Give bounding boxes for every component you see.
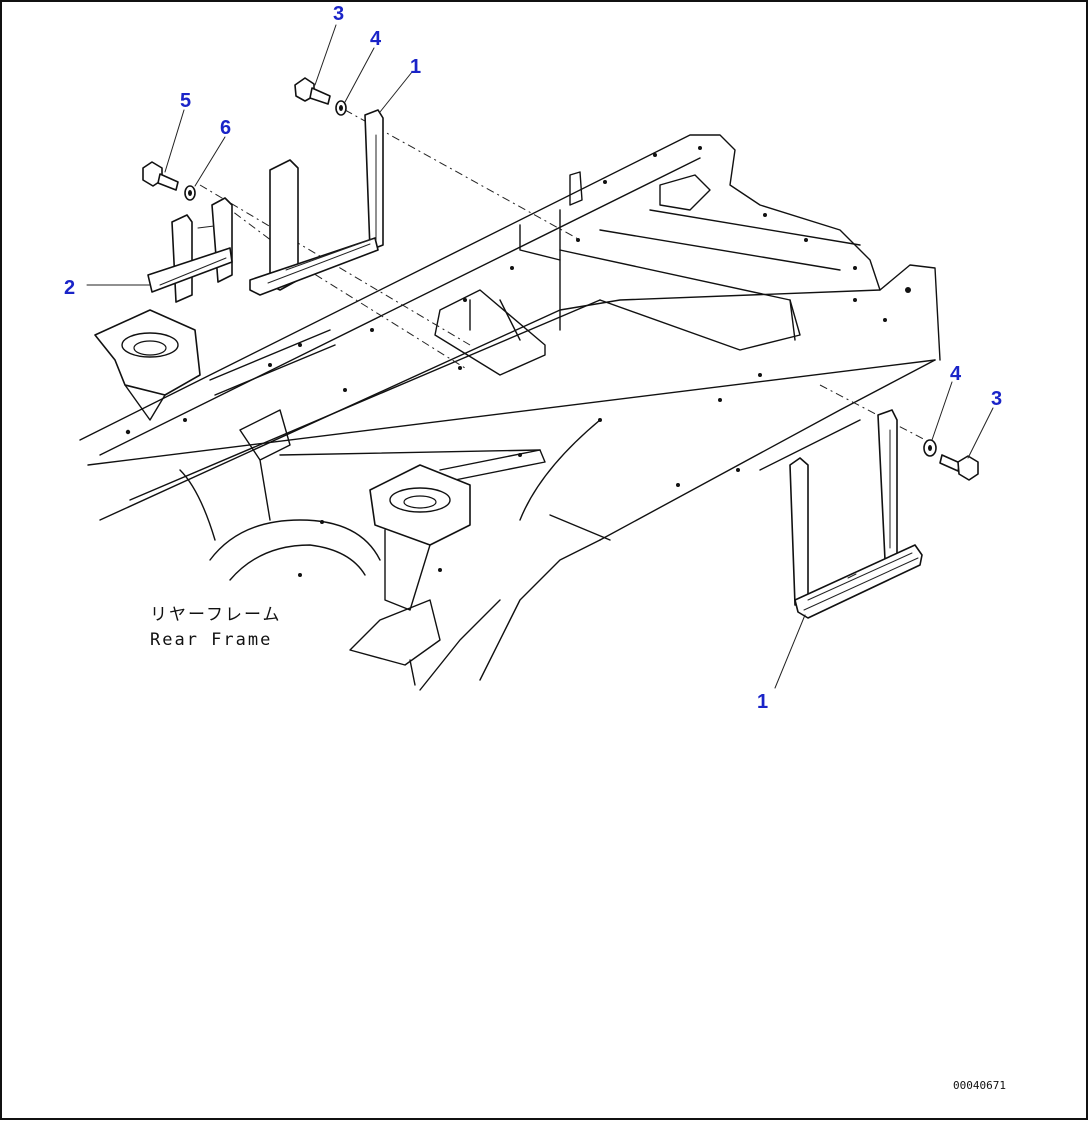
- step-1-lower: [789, 409, 923, 619]
- callout-5: 5: [180, 90, 191, 112]
- callout-6: 6: [220, 117, 231, 139]
- assembly-lines: [199, 109, 936, 446]
- step-assembly-upper: [142, 77, 384, 303]
- callout-3-lower: 3: [991, 388, 1002, 410]
- callout-1-upper: 1: [410, 56, 421, 78]
- callout-4-upper: 4: [370, 28, 382, 50]
- leader-lines: [86, 24, 994, 689]
- step-2: [147, 197, 233, 303]
- bolt-3-lower: [939, 454, 979, 481]
- callout-1-lower: 1: [757, 691, 768, 713]
- rear-frame-drawing: [79, 134, 941, 691]
- frame-hole-marks: [125, 146, 911, 577]
- step-1-upper: [249, 109, 384, 296]
- callouts: 3 4 1 5 6 2 4 3 1: [64, 3, 1002, 713]
- washer-4-lower: [923, 439, 937, 457]
- callout-2: 2: [64, 277, 75, 299]
- washer-4-upper: [335, 100, 347, 116]
- callout-3-upper: 3: [333, 3, 344, 25]
- step-assembly-lower: [789, 409, 979, 619]
- drawing-code: 00040671: [953, 1079, 1006, 1092]
- bolt-3-upper: [294, 77, 331, 105]
- bolt-5: [142, 161, 179, 191]
- frame-label-english: Rear Frame: [150, 630, 272, 650]
- washer-6: [184, 185, 196, 201]
- callout-4-lower: 4: [950, 363, 962, 385]
- frame-label-japanese: リヤーフレーム: [150, 605, 281, 625]
